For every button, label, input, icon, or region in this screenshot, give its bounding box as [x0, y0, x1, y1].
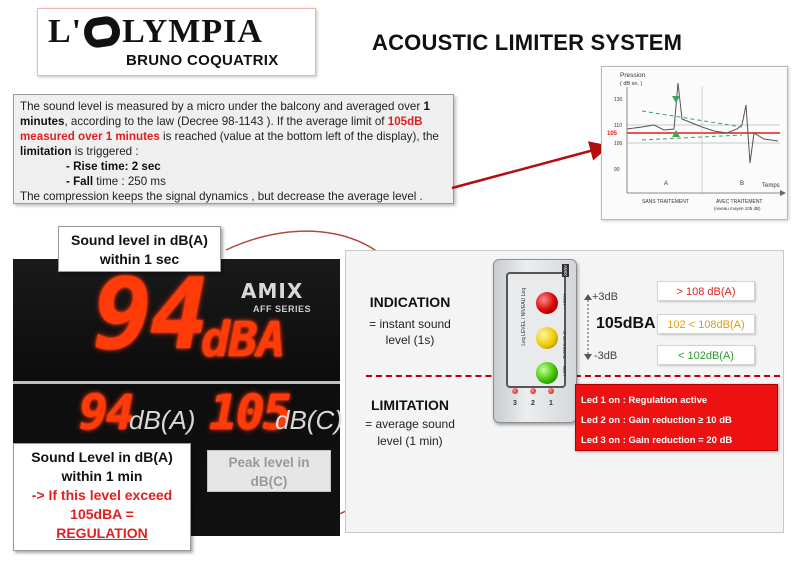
regulation-label: REGULATION [56, 525, 148, 541]
led-number: 3 [513, 400, 517, 407]
scale-minus-3db: -3dB [594, 350, 618, 362]
led-number: 2 [531, 400, 535, 407]
fall-time: - Fall time : 250 ms [66, 175, 166, 188]
graph-ylabel-unit: ( dB sn. ) [620, 81, 642, 87]
regulation-led1-text: Led 1 on : Regulation active [581, 395, 708, 406]
threshold-label: THRESHOLD [562, 331, 567, 359]
limitation-title: LIMITATION [370, 397, 450, 413]
graph-tick: 90 [614, 167, 620, 173]
olympia-logo: L' LYMPIA BRUNO COQUATRIX [37, 8, 316, 76]
graph-tick: 130 [614, 97, 623, 103]
amix-series: AFF SERIES [253, 304, 312, 314]
limitation-subtitle: = average sound level (1 min) [365, 417, 455, 448]
graph-xlabel: Temps [762, 183, 780, 189]
scale-plus-3db: +3dB [592, 291, 618, 303]
graph-caption-a: SANS TRAITEMENT [642, 199, 689, 205]
graph-arrow [451, 141, 610, 190]
graph-tick-limit: 105 [607, 131, 618, 137]
description-paragraph: The sound level is measured by a micro u… [20, 100, 439, 158]
regulation-led-1-icon [548, 388, 554, 394]
graph-caption-b-note: (niveau moyen 105 dB) [714, 206, 761, 211]
regulation-led-2-icon [530, 388, 536, 394]
graph-label-a: A [664, 181, 668, 187]
led-strip: Leq LEVEL / NIVEAU Leq HIGH THRESHOLD LO… [506, 272, 567, 388]
instant-level-value: 94 [93, 258, 209, 372]
regulation-led-3-icon [512, 388, 518, 394]
high-level-range: > 108 dB(A) [657, 281, 755, 301]
indication-title: INDICATION [369, 294, 451, 310]
description-box: The sound level is measured by a micro u… [13, 94, 454, 204]
regulation-legend: Led 1 on : Regulation active Led 2 on : … [575, 384, 778, 451]
peak-level-callout: Peak level in dB(C) [207, 450, 331, 492]
led-number: 1 [549, 400, 553, 407]
peak-level-unit: dB(C) [275, 405, 343, 435]
device-brand: AMIX [562, 264, 569, 278]
page-title: ACOUSTIC LIMITER SYSTEM [372, 30, 683, 55]
peak-level-value: 105 [209, 385, 292, 441]
graph-ylabel: Pression [620, 72, 646, 79]
pressure-graph: Pression ( dB sn. ) Temps 130 110 105 10… [601, 66, 788, 220]
one-second-callout: Sound level in dB(A) within 1 sec [58, 226, 221, 272]
regulation-led2-text: Led 2 on : Gain reduction ≥ 10 dB [581, 415, 732, 426]
graph-tick: 100 [614, 141, 623, 147]
average-level-value: 94 [79, 385, 135, 441]
logo-prefix: L' [48, 13, 83, 50]
instant-level-unit: dBA [201, 312, 286, 368]
graph-tick: 110 [614, 123, 622, 129]
rise-time: - Rise time: 2 sec [66, 160, 161, 173]
indication-subtitle: = instant sound level (1s) [369, 317, 451, 347]
strip-label: Leq LEVEL / NIVEAU Leq [521, 288, 527, 346]
one-minute-callout: Sound Level in dB(A) within 1 min -> If … [13, 443, 191, 551]
scale-bracket [584, 294, 592, 360]
threshold-level-range: 102 < 108dB(A) [657, 314, 755, 334]
high-label: HIGH [562, 294, 567, 306]
low-led-icon [536, 362, 558, 384]
threshold-led-icon [536, 327, 558, 349]
graph-label-b: B [740, 181, 744, 187]
compression-note: The compression keeps the signal dynamic… [20, 190, 423, 203]
display-divider [13, 381, 340, 384]
average-level-unit: dB(A) [129, 405, 196, 435]
regulation-led3-text: Led 3 on : Gain reduction = 20 dB [581, 435, 733, 446]
graph-caption-b: AVEC TRAITEMENT [716, 199, 763, 205]
pressure-graph-svg: Pression ( dB sn. ) Temps 130 110 105 10… [607, 72, 786, 211]
logo-subtitle: BRUNO COQUATRIX [126, 52, 279, 69]
low-level-range: < 102dB(A) [657, 345, 755, 365]
logo-name: LYMPIA [122, 13, 263, 50]
limiter-device: Leq LEVEL / NIVEAU Leq HIGH THRESHOLD LO… [493, 259, 577, 423]
scale-reference: 105dBA [596, 315, 656, 332]
high-led-icon [536, 292, 558, 314]
low-label: LOW [562, 366, 567, 377]
amix-brand: AMIX [241, 279, 304, 303]
logo-wordmark: L' LYMPIA [48, 13, 263, 51]
